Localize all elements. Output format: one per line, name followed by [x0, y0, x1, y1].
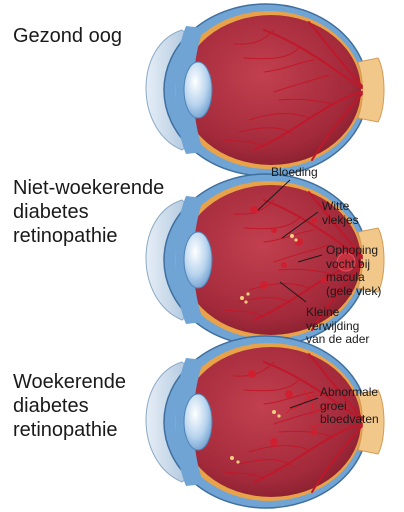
label-abnormale-groei: Abnormale groei bloedvaten: [320, 385, 379, 426]
healthy-eye-illustration: [145, 3, 385, 177]
title-non-proliferative: Niet-woekerende diabetes retinopathie: [13, 177, 165, 247]
label-kleine-verwijding: Kleine verwijding van de ader: [306, 305, 370, 346]
label-witte-vlekjes: Witte vlekjes: [322, 199, 359, 227]
non-proliferative-eye-illustration: [145, 173, 385, 347]
hemorrhage-dot: [250, 206, 258, 214]
title-healthy-eye: Gezond oog: [13, 25, 122, 47]
label-ophoping: Ophoping vocht bij macula (gele vlek): [326, 243, 382, 298]
proliferative-eye-illustration: [145, 335, 385, 509]
label-bloeding: Bloeding: [271, 165, 318, 179]
title-proliferative: Woekerende diabetes retinopathie: [13, 371, 127, 441]
macula-spot: [336, 252, 356, 272]
